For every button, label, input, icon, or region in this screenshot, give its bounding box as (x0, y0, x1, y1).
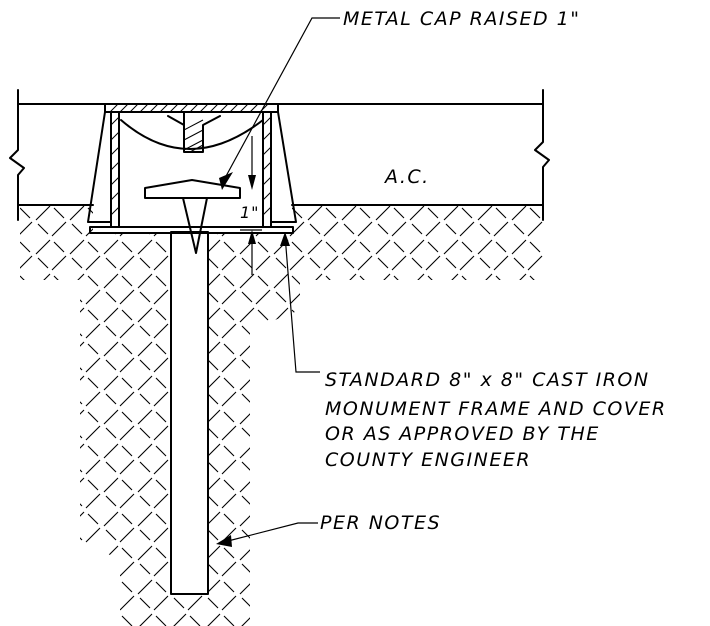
metal-cap-label: METAL CAP RAISED 1" (343, 8, 581, 30)
frame-label-line4: COUNTY ENGINEER (325, 449, 531, 471)
ac-label: A.C. (383, 166, 430, 188)
dimension-marker: 1" (240, 136, 262, 275)
frame-label-line3: OR AS APPROVED BY THE (325, 423, 600, 445)
leader-per-notes: PER NOTES (216, 512, 441, 547)
leader-frame: STANDARD 8" x 8" CAST IRON MONUMENT FRAM… (280, 232, 667, 471)
leader-metal-cap: METAL CAP RAISED 1" (219, 8, 581, 190)
metal-cap (144, 179, 241, 254)
per-notes-label: PER NOTES (320, 512, 441, 534)
frame-label-line1: STANDARD 8" x 8" CAST IRON (325, 369, 650, 391)
dimension-label: 1" (240, 203, 260, 222)
frame-label-line2: MONUMENT FRAME AND COVER (325, 398, 667, 420)
